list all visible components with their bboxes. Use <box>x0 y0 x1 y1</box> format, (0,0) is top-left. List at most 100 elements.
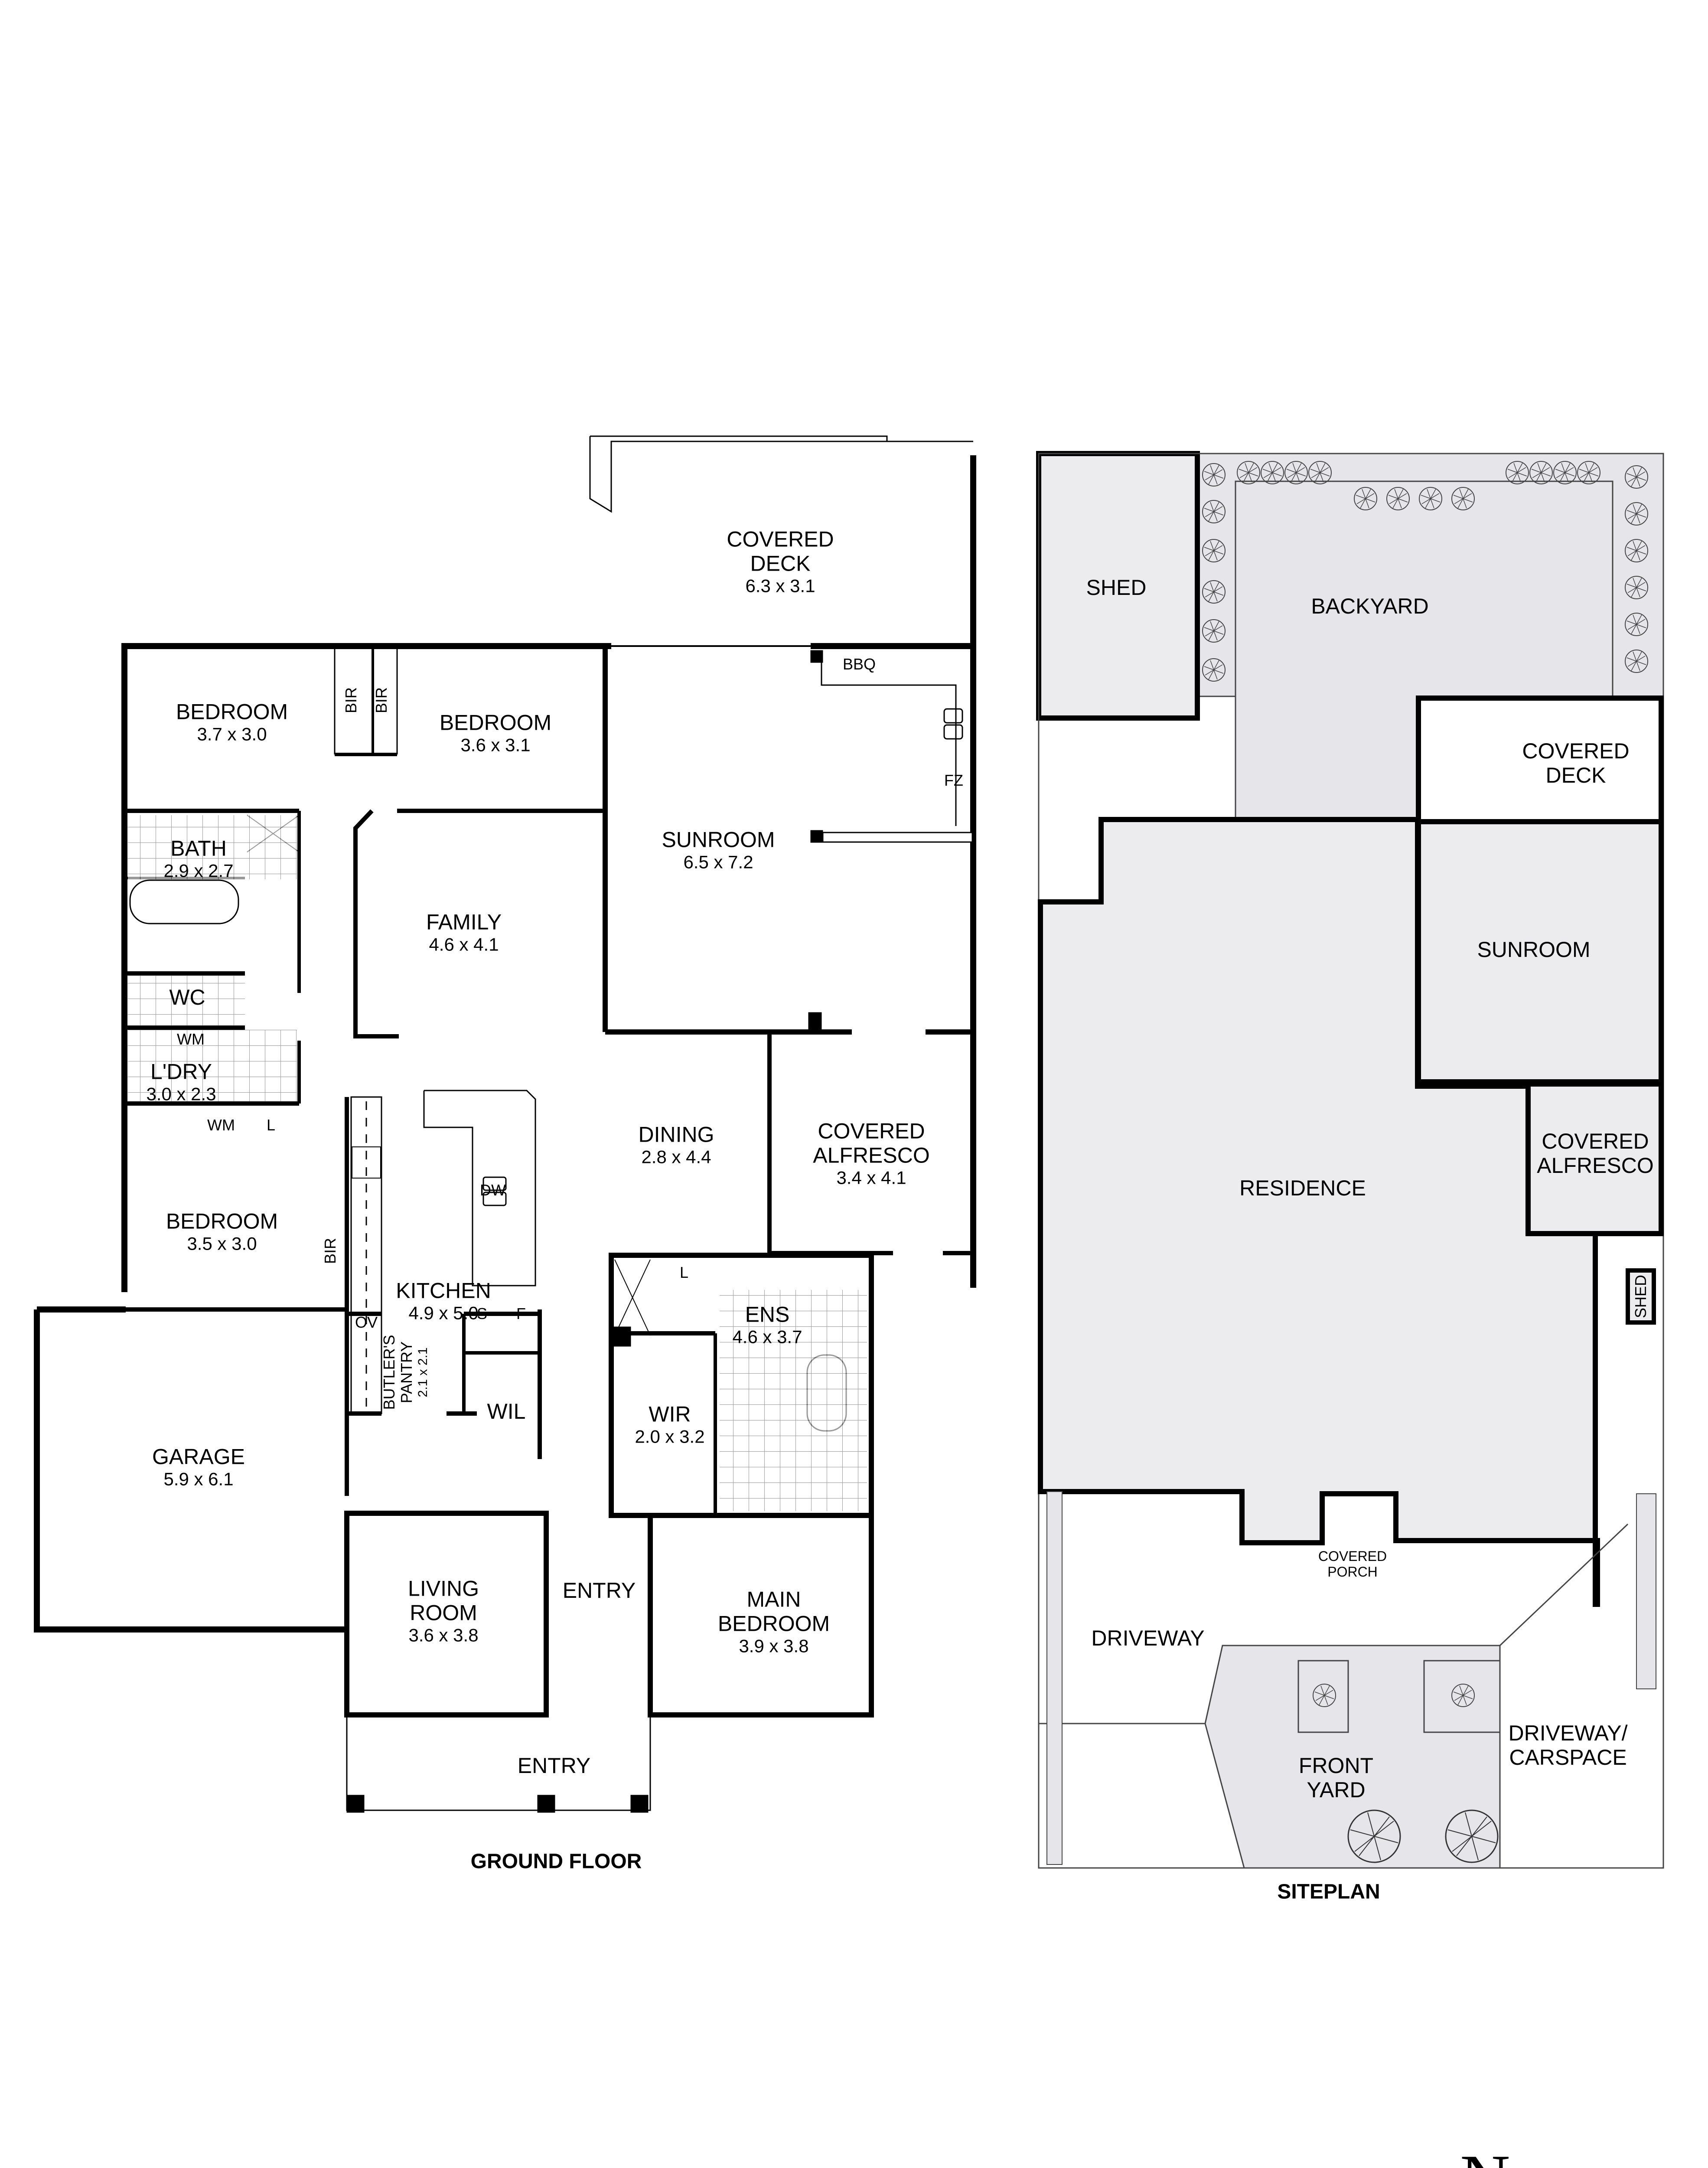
ground-floor-walls <box>34 435 976 1813</box>
room-name: ROOM <box>410 1600 477 1625</box>
fixture-washing-machine-1: WM <box>177 1030 205 1048</box>
room-bedroom-3: BEDROOM 3.5 x 3.0 <box>166 1209 278 1254</box>
area-name: DRIVEWAY/ <box>1508 1721 1628 1745</box>
room-entry-hall: ENTRY <box>563 1578 636 1603</box>
site-shed-small: SHED <box>1631 1274 1649 1319</box>
room-name: WC <box>169 985 205 1009</box>
room-dims: 2.1 x 2.1 <box>415 1347 430 1397</box>
room-ensuite: ENS 4.6 x 3.7 <box>732 1302 802 1347</box>
room-name: WIL <box>487 1399 526 1424</box>
area-name: FRONT <box>1298 1753 1374 1778</box>
room-bedroom-1: BEDROOM 3.7 x 3.0 <box>176 699 288 744</box>
room-name: DECK <box>750 551 811 576</box>
area-name: PORCH <box>1327 1564 1378 1580</box>
room-dims: 3.6 x 3.8 <box>408 1625 479 1646</box>
room-name: BEDROOM <box>439 710 552 735</box>
fixture-bbq: BBQ <box>842 655 876 673</box>
room-dims: 2.9 x 2.7 <box>163 860 234 881</box>
room-dims: 4.6 x 4.1 <box>429 934 499 955</box>
room-name: L'DRY <box>150 1059 212 1084</box>
room-dims: 2.8 x 4.4 <box>641 1146 711 1167</box>
room-name: PANTRY <box>398 1341 416 1404</box>
room-wc: WC <box>169 985 205 1009</box>
room-dims: 4.6 x 3.7 <box>732 1326 802 1347</box>
room-butlers-pantry: BUTLER'S PANTRY 2.1 x 2.1 <box>380 1335 430 1410</box>
room-covered-alfresco: COVERED ALFRESCO 3.4 x 4.1 <box>813 1119 930 1188</box>
site-residence: RESIDENCE <box>1239 1176 1366 1200</box>
room-name: BATH <box>170 836 227 861</box>
room-living: LIVING ROOM 3.6 x 3.8 <box>408 1576 479 1645</box>
room-name: KITCHEN <box>396 1278 491 1303</box>
room-name: COVERED <box>818 1119 925 1143</box>
area-name: ALFRESCO <box>1537 1153 1654 1178</box>
room-name: FAMILY <box>426 910 502 934</box>
room-name: BUTLER'S <box>380 1335 398 1410</box>
room-laundry: L'DRY 3.0 x 2.3 <box>146 1059 216 1104</box>
fixture-fridge: F <box>516 1304 526 1322</box>
room-bedroom-2: BEDROOM 3.6 x 3.1 <box>440 710 551 755</box>
site-shed: SHED <box>1086 575 1147 600</box>
room-dims: 6.3 x 3.1 <box>745 575 815 596</box>
room-bath: BATH 2.9 x 2.7 <box>163 836 233 881</box>
room-name: WIR <box>649 1402 691 1427</box>
room-dims: 6.5 x 7.2 <box>683 852 753 872</box>
room-dims: 3.4 x 4.1 <box>836 1167 906 1188</box>
room-name: ALFRESCO <box>813 1143 930 1168</box>
room-name: SUNROOM <box>662 827 775 852</box>
room-wil: WIL <box>487 1399 526 1424</box>
fixture-bir-2: BIR <box>372 687 390 714</box>
room-name: BEDROOM <box>717 1611 830 1636</box>
fixture-dishwasher: DW <box>480 1181 506 1199</box>
room-name: COVERED <box>727 527 834 552</box>
room-dims: 4.9 x 5.0 <box>408 1303 479 1323</box>
north-arrow-icon: N <box>1460 2144 1510 2168</box>
room-dining: DINING 2.8 x 4.4 <box>639 1122 714 1167</box>
area-name: COVERED <box>1542 1129 1649 1153</box>
room-dims: 3.9 x 3.8 <box>739 1636 809 1656</box>
room-garage: GARAGE 5.9 x 6.1 <box>152 1444 245 1489</box>
room-name: BEDROOM <box>166 1209 278 1234</box>
ground-floor-caption: GROUND FLOOR <box>470 1850 642 1873</box>
room-sunroom: SUNROOM 6.5 x 7.2 <box>662 827 775 872</box>
room-name: ENTRY <box>562 1578 636 1603</box>
room-name: LIVING <box>408 1576 479 1601</box>
room-dims: 3.7 x 3.0 <box>197 724 267 744</box>
site-covered-alfresco: COVERED ALFRESCO <box>1537 1129 1654 1178</box>
room-dims: 2.0 x 3.2 <box>635 1426 705 1447</box>
area-name: CARSPACE <box>1509 1745 1627 1770</box>
fixture-washing-machine-2: WM <box>207 1116 235 1134</box>
room-name: ENTRY <box>517 1753 591 1778</box>
room-name: BEDROOM <box>176 699 288 724</box>
room-wir: WIR 2.0 x 3.2 <box>635 1402 704 1446</box>
north-letter: N <box>1460 2140 1510 2168</box>
room-name: ENS <box>745 1302 790 1327</box>
fixture-linen-1: L <box>266 1116 276 1134</box>
area-name: COVERED <box>1318 1548 1387 1564</box>
area-name: COVERED <box>1522 739 1630 763</box>
fixture-oven: OV <box>355 1313 378 1331</box>
area-name: YARD <box>1307 1778 1366 1802</box>
fixture-sink: S <box>476 1304 488 1322</box>
siteplan-caption: SITEPLAN <box>1277 1880 1380 1904</box>
fixture-bir-3: BIR <box>321 1237 339 1264</box>
site-covered-porch: COVERED PORCH <box>1318 1548 1387 1580</box>
fixture-freezer: FZ <box>944 771 963 789</box>
room-kitchen: KITCHEN 4.9 x 5.0 <box>396 1278 491 1323</box>
room-name: MAIN <box>746 1587 801 1612</box>
room-entry-porch: ENTRY <box>518 1753 591 1778</box>
site-driveway-carspace: DRIVEWAY/ CARSPACE <box>1508 1721 1627 1770</box>
site-backyard: BACKYARD <box>1311 594 1429 618</box>
room-name: GARAGE <box>152 1444 245 1469</box>
siteplan-drawing <box>1036 451 1664 1869</box>
fixture-linen-2: L <box>679 1263 689 1281</box>
site-covered-deck: COVERED DECK <box>1522 739 1629 787</box>
room-covered-deck: COVERED DECK 6.3 x 3.1 <box>727 527 834 596</box>
site-sunroom: SUNROOM <box>1477 937 1591 962</box>
fixture-bir-1: BIR <box>342 687 360 714</box>
room-name: DINING <box>638 1122 714 1147</box>
room-dims: 3.0 x 2.3 <box>146 1084 216 1104</box>
room-dims: 5.9 x 6.1 <box>163 1469 234 1489</box>
room-main-bedroom: MAIN BEDROOM 3.9 x 3.8 <box>718 1587 830 1656</box>
area-name: DECK <box>1545 763 1606 787</box>
